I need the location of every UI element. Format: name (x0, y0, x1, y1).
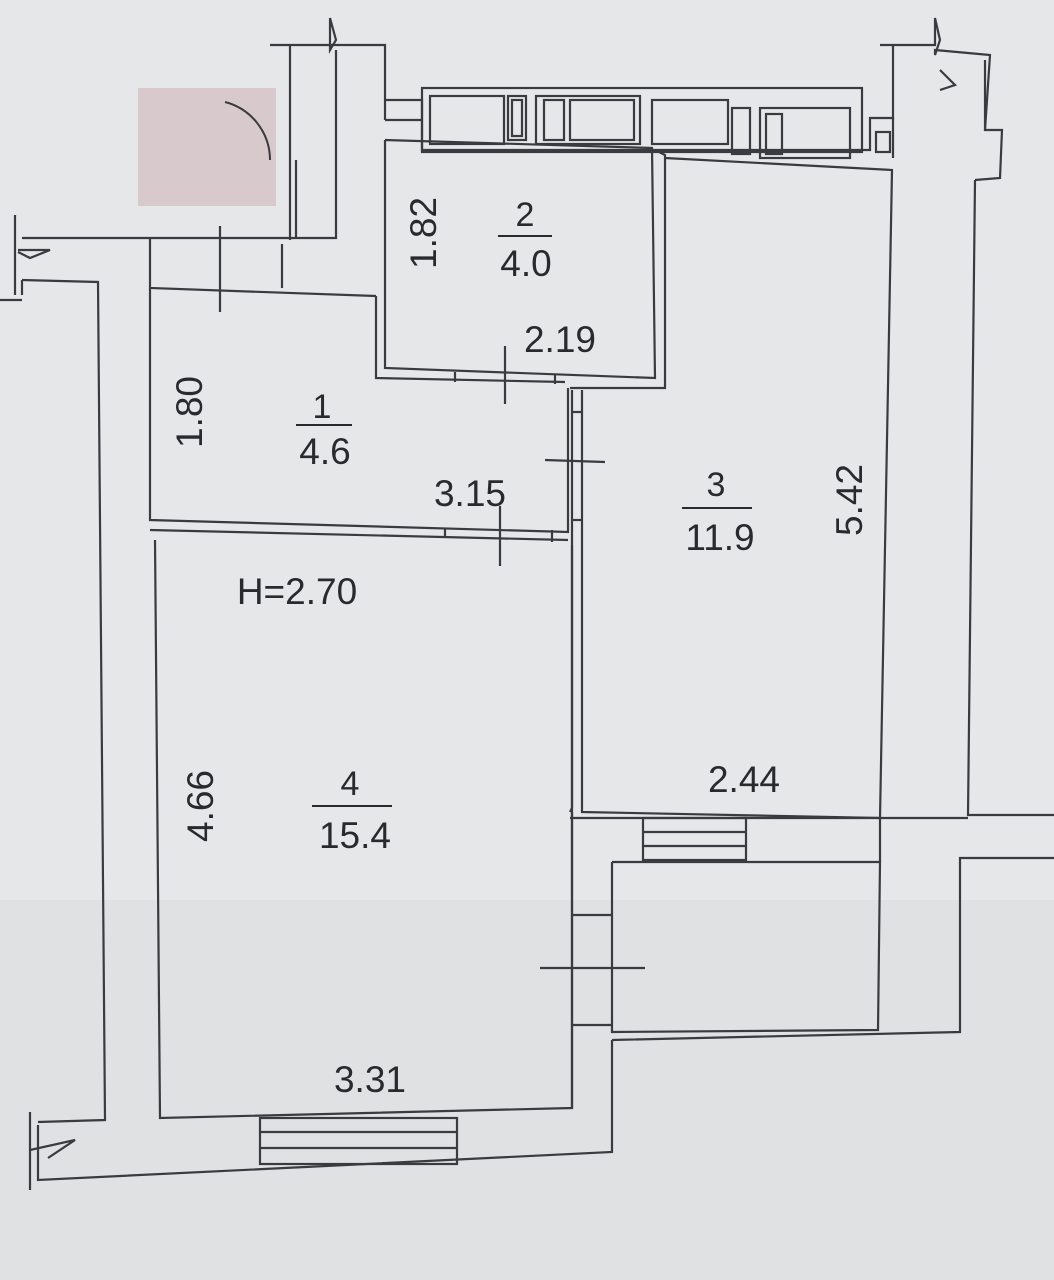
room-1-length: 1.80 (169, 376, 210, 448)
wall-lines (0, 17, 1054, 1190)
room-3-width: 2.44 (708, 759, 780, 800)
room-2-length: 1.82 (403, 197, 444, 269)
room-3-number: 3 (707, 466, 726, 504)
room-1-area: 4.6 (299, 431, 350, 472)
room-4-length: 4.66 (180, 770, 221, 842)
room-3-area: 11.9 (685, 517, 754, 558)
room-4-number: 4 (341, 765, 360, 803)
room-4-width: 3.31 (334, 1059, 406, 1100)
room-2-width: 2.19 (524, 319, 596, 360)
ceiling-height: H=2.70 (237, 571, 357, 612)
room-2-number: 2 (516, 196, 535, 234)
room-2-area: 4.0 (500, 243, 551, 284)
door-swing-arc (224, 101, 271, 161)
entry-door-marker (138, 88, 276, 206)
room-4-area: 15.4 (319, 815, 391, 856)
room-1-number: 1 (313, 388, 332, 426)
room-1-width: 3.15 (434, 473, 506, 514)
room-3-length: 5.42 (829, 464, 870, 536)
